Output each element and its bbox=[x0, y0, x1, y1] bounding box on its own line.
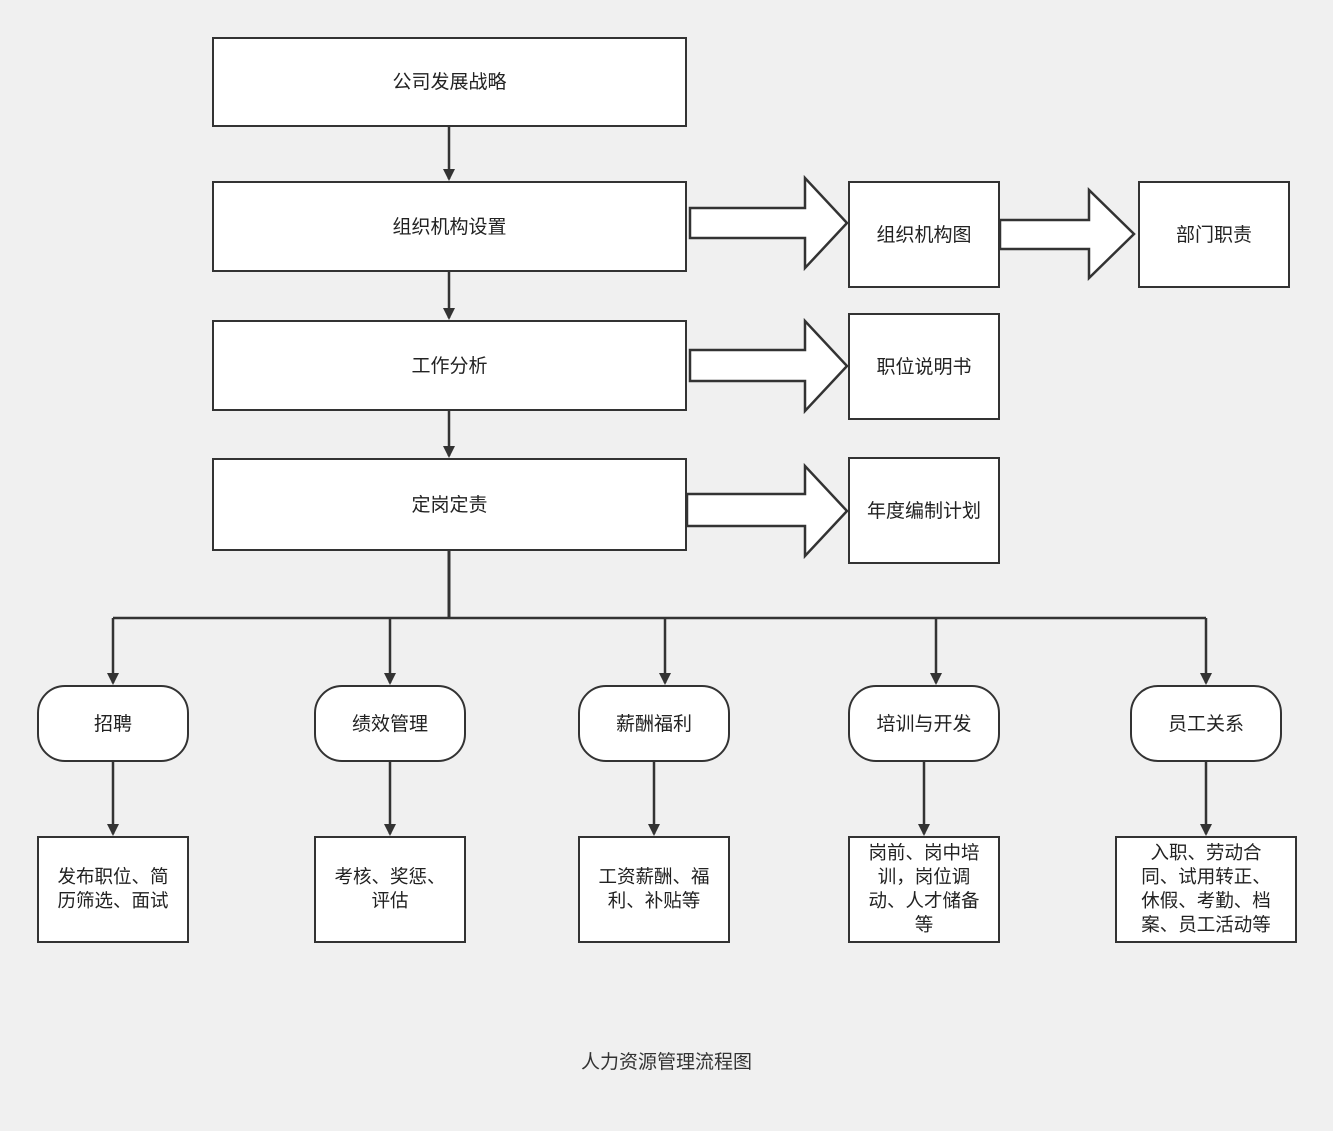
detail-training: 岗前、岗中培 训，岗位调 动、人才储备 等 bbox=[848, 836, 1000, 943]
detail-line: 考核、奖惩、 bbox=[334, 866, 446, 888]
detail-performance: 考核、奖惩、 评估 bbox=[314, 836, 466, 943]
org-chart-label: 组织机构图 bbox=[876, 223, 972, 246]
detail-line: 等 bbox=[914, 914, 934, 936]
module-label: 招聘 bbox=[93, 712, 132, 735]
dept-duties-label: 部门职责 bbox=[1175, 223, 1252, 246]
module-relations: 员工关系 bbox=[1130, 685, 1282, 762]
detail-line: 利、补贴等 bbox=[607, 890, 701, 912]
module-compensation: 薪酬福利 bbox=[578, 685, 730, 762]
annual-plan-box: 年度编制计划 bbox=[848, 457, 1000, 564]
detail-line: 工资薪酬、福 bbox=[598, 866, 710, 888]
strategy-label: 公司发展战略 bbox=[392, 71, 507, 93]
dept-duties-box: 部门职责 bbox=[1138, 181, 1290, 288]
staffing-label: 定岗定责 bbox=[411, 493, 488, 516]
detail-line: 岗前、岗中培 bbox=[868, 842, 980, 864]
block-arrow-org-to-chart bbox=[688, 174, 849, 272]
detail-recruit: 发布职位、简 历筛选、面试 bbox=[37, 836, 189, 943]
module-label: 员工关系 bbox=[1167, 712, 1244, 735]
module-training: 培训与开发 bbox=[848, 685, 1000, 762]
detail-line: 动、人才储备 bbox=[868, 890, 980, 912]
module-label: 绩效管理 bbox=[351, 712, 428, 735]
strategy-box: 公司发展战略 bbox=[212, 37, 687, 127]
detail-line: 训，岗位调 bbox=[877, 866, 971, 888]
block-arrow-staffing-to-plan bbox=[685, 462, 849, 560]
diagram-caption: 人力资源管理流程图 bbox=[580, 1051, 752, 1073]
job-analysis-label: 工作分析 bbox=[411, 354, 488, 377]
staffing-box: 定岗定责 bbox=[212, 458, 687, 551]
block-arrow-analysis-to-jd bbox=[688, 317, 849, 415]
job-description-box: 职位说明书 bbox=[848, 313, 1000, 420]
module-recruit: 招聘 bbox=[37, 685, 189, 762]
org-setup-box: 组织机构设置 bbox=[212, 181, 687, 272]
org-chart-box: 组织机构图 bbox=[848, 181, 1000, 288]
org-setup-label: 组织机构设置 bbox=[392, 215, 507, 238]
module-label: 培训与开发 bbox=[876, 712, 972, 735]
detail-line: 休假、考勤、档 bbox=[1141, 890, 1271, 912]
detail-line: 评估 bbox=[371, 890, 409, 912]
detail-line: 案、员工活动等 bbox=[1141, 914, 1271, 936]
job-description-label: 职位说明书 bbox=[876, 355, 972, 378]
detail-relations: 入职、劳动合 同、试用转正、 休假、考勤、档 案、员工活动等 bbox=[1115, 836, 1297, 943]
detail-compensation: 工资薪酬、福 利、补贴等 bbox=[578, 836, 730, 943]
detail-line: 入职、劳动合 bbox=[1150, 842, 1262, 864]
annual-plan-label: 年度编制计划 bbox=[866, 499, 981, 522]
detail-line: 发布职位、简 bbox=[57, 866, 169, 888]
block-arrow-chart-to-duties bbox=[998, 187, 1136, 281]
detail-line: 同、试用转正、 bbox=[1141, 866, 1271, 888]
module-performance: 绩效管理 bbox=[314, 685, 466, 762]
detail-line: 历筛选、面试 bbox=[57, 890, 169, 912]
module-label: 薪酬福利 bbox=[615, 712, 692, 735]
job-analysis-box: 工作分析 bbox=[212, 320, 687, 411]
